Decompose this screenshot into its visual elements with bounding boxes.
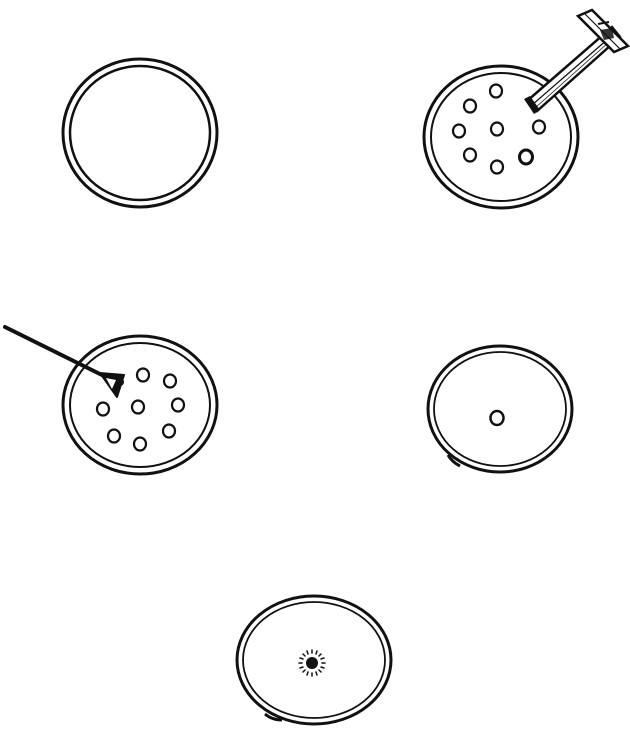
dish-inner-rim xyxy=(70,66,210,200)
colony xyxy=(172,399,184,412)
dish-outer-rim xyxy=(63,59,217,207)
colony xyxy=(137,369,149,382)
dish-outer-rim xyxy=(63,336,217,474)
colony xyxy=(490,85,502,98)
colony xyxy=(164,375,176,388)
colony xyxy=(464,149,476,162)
colony xyxy=(464,100,476,113)
colony xyxy=(491,123,503,136)
colony xyxy=(97,403,109,416)
grown-colony-icon xyxy=(299,650,325,676)
colony xyxy=(163,425,175,438)
dish-outer-rim xyxy=(428,346,572,472)
panel-dish-with-stamp xyxy=(424,10,628,208)
colony xyxy=(520,150,533,164)
colony xyxy=(491,161,503,174)
colony xyxy=(108,430,120,443)
colony xyxy=(132,401,144,414)
panel-dish-with-loop xyxy=(5,327,217,474)
panel-dish-single-colony xyxy=(428,346,572,472)
colony xyxy=(134,438,146,451)
colony xyxy=(453,125,465,138)
dish-inner-rim xyxy=(70,343,210,467)
panel-empty-dish xyxy=(63,59,217,207)
panel-dish-grown-colony xyxy=(237,596,391,724)
dish-inner-rim xyxy=(434,352,566,466)
colony xyxy=(533,121,545,134)
colony xyxy=(491,411,504,425)
replica-stamp-icon xyxy=(524,10,628,114)
